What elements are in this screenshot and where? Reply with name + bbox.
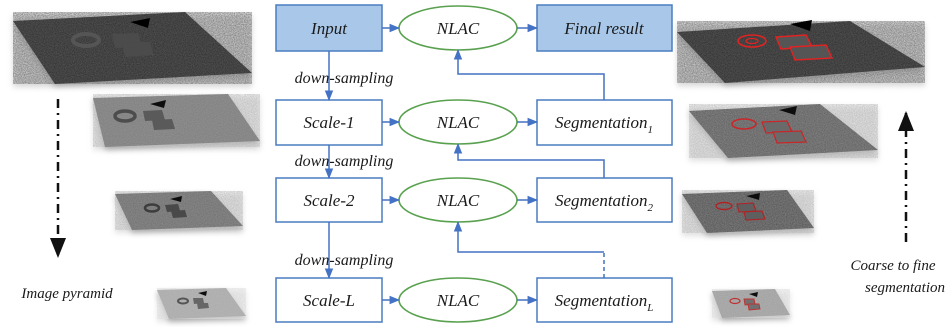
- nlac-label-1: NLAC: [436, 113, 480, 132]
- segmentation-L-label: SegmentationL: [555, 291, 654, 314]
- segmentation-L-image: [712, 289, 790, 318]
- pyramid-image-level-2: [115, 191, 243, 230]
- flowchart: Input NLAC Final result Scale-1 NLAC Seg…: [275, 4, 673, 323]
- segmentation-1-label: Segmentation1: [555, 113, 653, 136]
- scale-L-label: Scale-L: [303, 291, 355, 310]
- coarse-to-fine-label: Coarse to fine: [851, 258, 936, 274]
- nlac-label-2: NLAC: [436, 191, 480, 210]
- segmentation-2-image: [682, 190, 814, 233]
- scale-2-label: Scale-2: [304, 191, 355, 210]
- nlac-label-top: NLAC: [436, 19, 480, 38]
- horizontal-arrows: [382, 23, 539, 305]
- scale-2-box: [275, 177, 383, 223]
- pyramid-image-level-1: [93, 94, 260, 147]
- scale-1-label: Scale-1: [304, 113, 355, 132]
- nlac-label-L: NLAC: [436, 291, 480, 310]
- down-sampling-label-3: down-sampling: [295, 252, 394, 269]
- segmentation-1-box: [536, 99, 673, 146]
- final-result-label: Final result: [563, 19, 644, 38]
- feedback-arrows: [453, 48, 605, 278]
- final-result-image: [677, 20, 925, 83]
- segmentation-label: segmentation: [865, 280, 945, 296]
- down-sampling-label-2: down-sampling: [295, 153, 394, 170]
- segmentation-2-label: Segmentation2: [555, 191, 654, 214]
- down-sampling-label-1: down-sampling: [295, 70, 394, 87]
- left-pyramid: Image pyramid: [13, 12, 260, 319]
- segmentation-1-image: [689, 104, 878, 158]
- pyramid-image-level-0: [13, 12, 252, 84]
- image-pyramid-label: Image pyramid: [20, 286, 113, 302]
- pyramid-image-level-3: [157, 288, 246, 319]
- right-segmentations: Coarse to fine segmentation: [677, 20, 945, 318]
- input-label: Input: [310, 19, 348, 38]
- final-result-box: [536, 4, 673, 52]
- input-box: [275, 4, 383, 52]
